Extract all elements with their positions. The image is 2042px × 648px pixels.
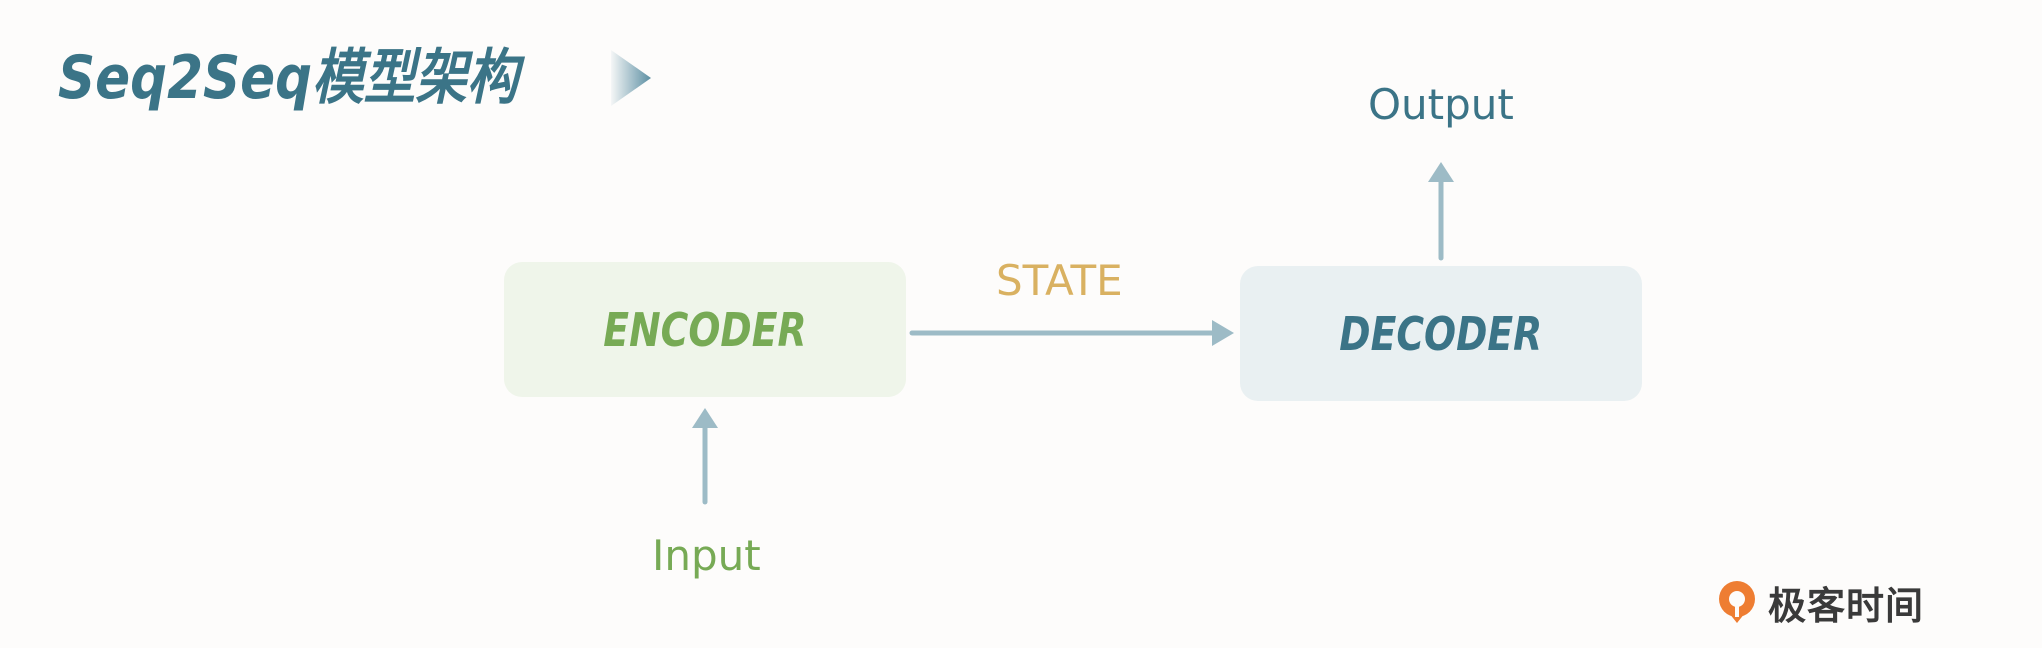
state-label: STATE <box>996 256 1123 305</box>
input-label: Input <box>652 531 761 580</box>
state-arrow <box>909 320 1234 346</box>
decoder-box: DECODER <box>1240 266 1642 401</box>
input-arrow <box>692 408 718 505</box>
brand-logo-text: 极客时间 <box>1768 583 1925 628</box>
encoder-label: ENCODER <box>603 302 807 357</box>
slide-title: Seq2Seq模型架构 <box>58 38 655 118</box>
brand-logo: 极客时间 <box>1714 574 1924 630</box>
decoder-label: DECODER <box>1339 306 1543 361</box>
encoder-box: ENCODER <box>504 262 906 397</box>
title-text: Seq2Seq模型架构 <box>58 43 519 113</box>
output-arrow <box>1428 162 1454 261</box>
output-label: Output <box>1368 80 1514 129</box>
play-triangle-icon <box>611 50 655 106</box>
geektime-logo-icon <box>1719 581 1755 623</box>
